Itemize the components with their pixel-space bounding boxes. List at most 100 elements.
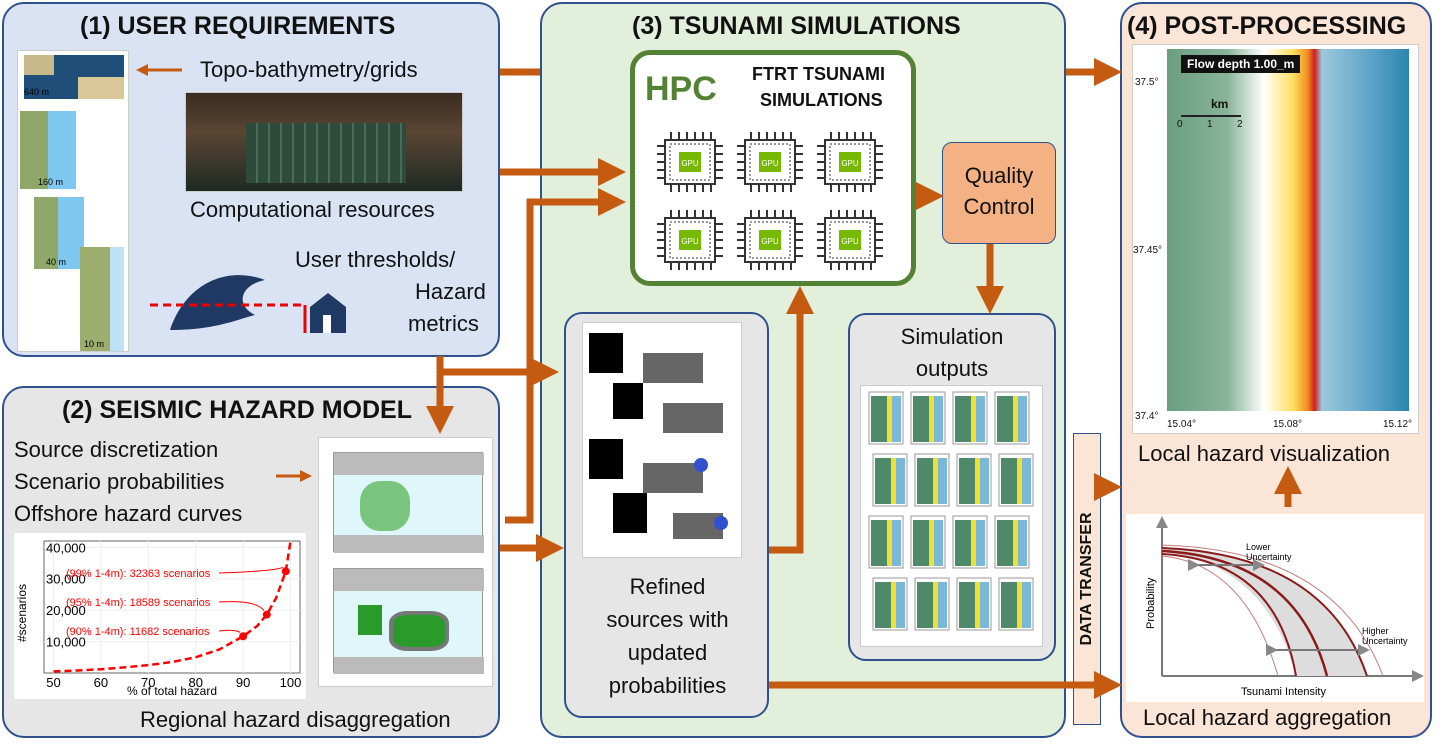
higher-label: Higher: [1362, 626, 1389, 636]
lon-tick: 15.12°: [1383, 419, 1413, 430]
annotation-arrow: [218, 566, 284, 574]
annotation-arrow: [218, 629, 241, 633]
lat-tick: 37.45°: [1133, 245, 1163, 256]
simulation-output-thumbnail: [952, 515, 988, 569]
refined-line-3: updated: [627, 640, 708, 665]
y-tick-label: 20,000: [46, 603, 86, 618]
hazard-label: Hazard: [415, 279, 486, 304]
simulation-output-thumbnail: [914, 453, 950, 507]
gpu-chip-icon: GPU: [815, 130, 885, 194]
regional-hazard-disaggregation: Regional hazard disaggregation: [140, 707, 451, 732]
quality-control-box: Quality Control: [942, 142, 1056, 244]
x-tick-label: 80: [188, 675, 202, 690]
y-tick-label: 40,000: [46, 540, 86, 555]
local-hazard-aggregation: Local hazard aggregation: [1143, 705, 1392, 730]
gpu-label: GPU: [681, 237, 699, 246]
simulation-output-thumbnail: [872, 453, 908, 507]
refined-line-2: sources with: [606, 607, 729, 632]
simulation-output-thumbnail: [868, 515, 904, 569]
scenario-probabilities: Scenario probabilities: [14, 469, 225, 494]
agg-xlabel: Tsunami Intensity: [1241, 686, 1326, 698]
refined-sources-image: [582, 322, 742, 558]
simulation-output-thumbnail: [956, 577, 992, 631]
metrics-label: metrics: [408, 311, 479, 336]
offshore-hazard-curves: Offshore hazard curves: [14, 501, 243, 526]
simulation-output-thumbnail: [994, 515, 1030, 569]
plot-area: [43, 540, 301, 674]
panel3-title: (3) TSUNAMI SIMULATIONS: [632, 12, 961, 40]
computational-resources-image: [185, 92, 463, 192]
scenario-marker: [262, 610, 271, 619]
gpu-label: GPU: [761, 237, 779, 246]
hazard-aggregation-chart: Lower Uncertainty Higher Uncertainty Tsu…: [1126, 514, 1424, 702]
gpu-chip-icon: GPU: [815, 208, 885, 272]
ftrt-label-2: SIMULATIONS: [760, 90, 883, 110]
x-tick-label: 70: [141, 675, 155, 690]
refined-line-1: Refined: [629, 574, 706, 599]
simulation-output-thumbnail: [914, 577, 950, 631]
grid-label-640: 640 m: [24, 87, 49, 97]
grid-label-160: 160 m: [38, 177, 63, 187]
scenario-marker: [239, 632, 248, 641]
gpu-label: GPU: [761, 159, 779, 168]
local-hazard-visualization: Local hazard visualization: [1138, 441, 1390, 466]
gpu-label: GPU: [841, 237, 859, 246]
simulation-output-thumbnail: [910, 391, 946, 445]
scale-tick-1: 1: [1207, 119, 1213, 130]
outputs-line-2: outputs: [915, 355, 989, 381]
refined-line-4: probabilities: [608, 673, 727, 698]
marker-annotation: (95% 1-4m): 18589 scenarios: [66, 597, 211, 609]
quality-label: Quality: [964, 163, 1034, 188]
flow-depth-legend: Flow depth 1.00_m: [1181, 55, 1301, 73]
topo-bathymetry-label: Topo-bathymetry/grids: [200, 57, 418, 82]
scale-unit: km: [1211, 97, 1229, 111]
lower-label: Lower: [1246, 542, 1271, 552]
source-discretization: Source discretization: [14, 437, 219, 462]
grid-label-40: 40 m: [46, 257, 66, 267]
simulation-output-thumbnail: [868, 391, 904, 445]
gpu-label: GPU: [681, 159, 699, 168]
simulation-output-thumbnail: [910, 515, 946, 569]
x-tick-label: 50: [46, 675, 60, 690]
hpc-label: HPC: [645, 70, 717, 108]
control-label: Control: [963, 193, 1035, 219]
topo-grids-image: 640 m 160 m 40 m 10 m: [17, 50, 129, 352]
lower-uncertainty-label: Uncertainty: [1246, 552, 1292, 562]
gpu-chip-icon: GPU: [655, 208, 725, 272]
refined-sources-label: Refined sources with updated probabiliti…: [570, 570, 765, 702]
lat-tick: 37.4°: [1135, 411, 1159, 422]
panel2-title: (2) SEISMIC HAZARD MODEL: [62, 396, 412, 424]
simulation-output-thumbnail: [998, 453, 1034, 507]
panel4-title: (4) POST-PROCESSING: [1127, 12, 1407, 40]
simulation-output-thumbnail: [998, 577, 1034, 631]
scale-tick-2: 2: [1237, 119, 1243, 130]
y-tick-label: 10,000: [46, 635, 86, 650]
marker-annotation: (90% 1-4m): 11682 scenarios: [66, 626, 210, 638]
x-tick-label: 90: [236, 675, 250, 690]
scenarios-series-line: [53, 540, 292, 673]
lon-tick: 15.04°: [1167, 419, 1197, 430]
computational-resources-label: Computational resources: [190, 197, 435, 222]
higher-uncertainty-label: Uncertainty: [1362, 636, 1408, 646]
marker-annotation: (99% 1-4m): 32363 scenarios: [66, 568, 211, 580]
scale-tick-0: 0: [1177, 119, 1183, 130]
gpu-label: GPU: [841, 159, 859, 168]
gpu-chip-icon: GPU: [655, 130, 725, 194]
outputs-line-1: Simulation: [900, 324, 1004, 349]
simulation-output-thumbnail: [956, 453, 992, 507]
scenario-marker: [281, 567, 290, 576]
simulation-outputs-image: [860, 385, 1043, 647]
agg-ylabel: Probability: [1145, 577, 1157, 629]
panel1-title: (1) USER REQUIREMENTS: [80, 12, 396, 40]
simulation-output-thumbnail: [994, 391, 1030, 445]
x-tick-label: 60: [94, 675, 108, 690]
gpu-chip-icon: GPU: [735, 208, 805, 272]
wave-house-icon: [150, 275, 346, 333]
gpu-chip-icon: GPU: [735, 130, 805, 194]
annotation-arrow: [218, 601, 265, 611]
flow-depth-map: Flow depth 1.00_m km 0 1 2 37.5° 37.45° …: [1132, 44, 1419, 434]
y-tick-label: 30,000: [46, 572, 86, 587]
simulation-output-thumbnail: [952, 391, 988, 445]
simulation-output-thumbnail: [872, 577, 908, 631]
lon-tick: 15.08°: [1273, 419, 1303, 430]
